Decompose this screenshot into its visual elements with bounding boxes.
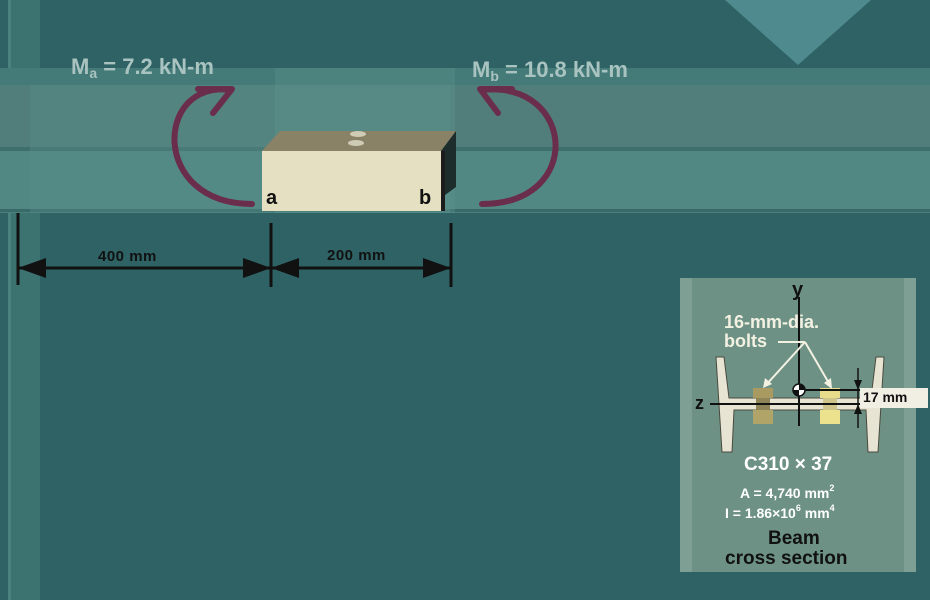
splice-plate (262, 131, 456, 211)
dimension-lines (16, 213, 453, 287)
dimension-label-200: 200 mm (327, 247, 386, 264)
triangle-shape (725, 0, 871, 65)
bolt-label-line2: bolts (724, 331, 767, 351)
z-axis-label: z (695, 393, 704, 413)
bolt-head-icon (348, 140, 364, 146)
section-inertia: I = 1.86×106 mm4 (725, 503, 835, 521)
bolt-leader-lines (763, 341, 832, 389)
moment-arrow-b (477, 86, 559, 207)
caption-line2: cross section (725, 548, 848, 569)
beam (0, 68, 930, 213)
section-area: A = 4,740 mm2 (740, 483, 835, 501)
caption-line1: Beam (768, 528, 820, 549)
bolt-label-line1: 16-mm-dia. (724, 312, 820, 332)
moment-label-b: Mb = 10.8 kN-m (472, 57, 628, 84)
section-designation: C310 × 37 (744, 454, 833, 475)
y-axis-label: y (792, 279, 804, 301)
bolt-icon (753, 388, 773, 424)
bolt-head-icon (350, 131, 366, 137)
dimension-label-400: 400 mm (98, 248, 157, 265)
offset-dimension-label: 17 mm (863, 389, 908, 405)
point-a-label: a (266, 187, 278, 209)
moment-arrow-a (171, 86, 255, 207)
cross-section-panel (680, 278, 928, 572)
bolt-icon (820, 388, 840, 424)
point-b-label: b (419, 187, 432, 209)
moment-label-a: Ma = 7.2 kN-m (71, 54, 214, 81)
